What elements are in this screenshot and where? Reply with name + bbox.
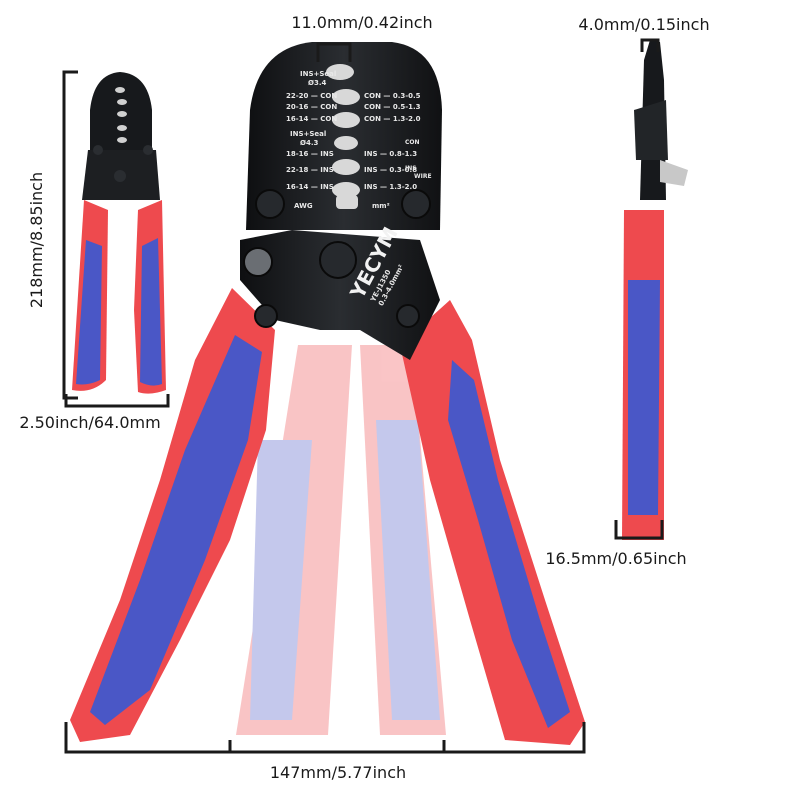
svg-text:Ø4.3: Ø4.3 xyxy=(300,139,318,147)
die-awg-label: 16-14 — CON xyxy=(286,115,337,123)
svg-text:CON: CON xyxy=(405,139,420,146)
svg-text:mm²: mm² xyxy=(372,202,390,210)
side-profile xyxy=(622,40,688,540)
die-awg-label: 20-16 — CON xyxy=(286,103,337,111)
bolts xyxy=(243,189,431,328)
die-awg-label: 22-18 — INS xyxy=(286,166,334,174)
crimp-head xyxy=(246,42,442,230)
svg-text:WIRE: WIRE xyxy=(414,173,432,180)
jaw-width-label: 11.0mm/0.42inch xyxy=(291,13,432,32)
die-markings: INS+Seal Ø3.4 INS+Seal Ø4.3 AWG mm² CON … xyxy=(290,70,432,210)
die-mm-label: INS — 0.8-1.3 xyxy=(364,150,417,158)
die-mm-label: CON — 1.3-2.0 xyxy=(364,115,421,123)
svg-text:INS+Seal: INS+Seal xyxy=(300,70,336,78)
svg-text:AWG: AWG xyxy=(294,202,313,210)
folded-width-label: 2.50inch/64.0mm xyxy=(19,413,160,432)
die-awg-label: 22-20 — CON xyxy=(286,92,337,100)
thickness-top-label: 4.0mm/0.15inch xyxy=(578,15,709,34)
handle-thickness-label: 16.5mm/0.65inch xyxy=(545,549,686,568)
right-grip xyxy=(448,360,570,728)
die-left-labels: 22-20 — CON 20-16 — CON 16-14 — CON 18-16 —… xyxy=(286,92,337,191)
die-mm-label: INS — 0.3-0.8 xyxy=(364,166,417,174)
svg-text:INS: INS xyxy=(405,165,417,172)
height-label: 218mm/8.85inch xyxy=(27,172,46,308)
pivot-plate xyxy=(240,230,440,360)
die-cavities xyxy=(326,64,360,209)
die-awg-label: 16-14 — INS xyxy=(286,183,334,191)
die-mm-label: CON — 0.3-0.5 xyxy=(364,92,421,100)
dimension-lines xyxy=(62,38,664,754)
ghost-open-handles xyxy=(236,345,446,735)
thumbnail-front xyxy=(72,72,166,394)
left-grip xyxy=(90,335,262,725)
main-crimper: INS+Seal Ø3.4 INS+Seal Ø4.3 AWG mm² CON … xyxy=(70,42,585,745)
die-awg-label: 18-16 — INS xyxy=(286,150,334,158)
svg-text:Ø3.4: Ø3.4 xyxy=(308,79,326,87)
die-mm-label: CON — 0.5-1.3 xyxy=(364,103,421,111)
open-span-label: 147mm/5.77inch xyxy=(270,763,406,782)
svg-text:INS+Seal: INS+Seal xyxy=(290,130,326,138)
die-mm-label: INS — 1.3-2.0 xyxy=(364,183,417,191)
